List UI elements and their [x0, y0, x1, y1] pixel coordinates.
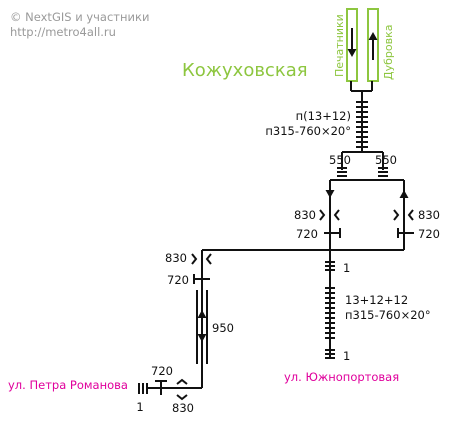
stairs-upper: [356, 101, 368, 148]
copyright-url: http://metro4all.ru: [10, 25, 116, 39]
arrow-down-icon: [325, 190, 335, 198]
stairs-center-label-2: п315-760×20°: [345, 308, 431, 322]
ramp-west-label: 720: [167, 273, 189, 287]
turnstile-left-entry-icon: [319, 209, 326, 221]
street-petra-romanova: ул. Петра Романова: [8, 378, 128, 392]
stairs-upper-label-2: п315-760×20°: [265, 124, 351, 138]
stairs-center-bottom-label: 1: [343, 349, 350, 363]
platform-dubrovka: Дубровка: [367, 8, 395, 82]
stairs-center-top: [325, 261, 335, 271]
stairs-center-top-label: 1: [343, 261, 350, 275]
stairs-center-bottom: [325, 349, 335, 359]
copyright-owner: © NextGIS и участники: [10, 10, 149, 24]
arrow-down-icon: [197, 334, 207, 342]
platform-pechatniki: Печатники: [333, 8, 358, 82]
station-name: Кожуховская: [182, 60, 308, 81]
corridor-width-label: 950: [212, 321, 234, 335]
ramp-left-label: 720: [296, 227, 318, 241]
stairs-right-label: 550: [375, 153, 397, 167]
arrow-up-icon: [197, 310, 207, 318]
arrow-up-icon: [399, 190, 409, 198]
arrow-down-icon: [347, 49, 357, 57]
turnstile-left-exit-icon: [333, 209, 340, 221]
platform-pechatniki-label: Печатники: [333, 14, 346, 77]
turnstile-west-exit-icon: [205, 253, 212, 265]
stairs-right-small: [378, 167, 388, 177]
stairs-center-long: [325, 287, 335, 339]
ramp-right-label: 720: [418, 227, 440, 241]
stairs-left-small: [337, 167, 347, 177]
turnstile-west-entry-icon: [191, 253, 198, 265]
turnstile-left-label: 830: [294, 208, 316, 222]
turnstile-right-entry-icon: [393, 209, 400, 221]
street-yuzhnoportovaya: ул. Южнопортовая: [284, 370, 399, 384]
exit-stairs-label: 1: [136, 400, 143, 414]
turnstile-exit-label: 830: [172, 401, 194, 415]
turnstile-right-label: 830: [418, 208, 440, 222]
exit-ramp-label: 720: [151, 364, 173, 378]
platform-dubrovka-label: Дубровка: [382, 25, 395, 80]
stairs-left-label: 550: [329, 153, 351, 167]
exit-stairs: [138, 383, 148, 394]
stairs-center-label-1: 13+12+12: [345, 293, 408, 307]
turnstile-exit-top-icon: [176, 378, 188, 385]
turnstile-exit-bottom-icon: [176, 394, 188, 401]
arrow-up-icon: [368, 32, 378, 40]
stairs-upper-label-1: п(13+12): [296, 109, 351, 123]
turnstile-west-label: 830: [165, 251, 187, 265]
turnstile-right-exit-icon: [407, 209, 414, 221]
